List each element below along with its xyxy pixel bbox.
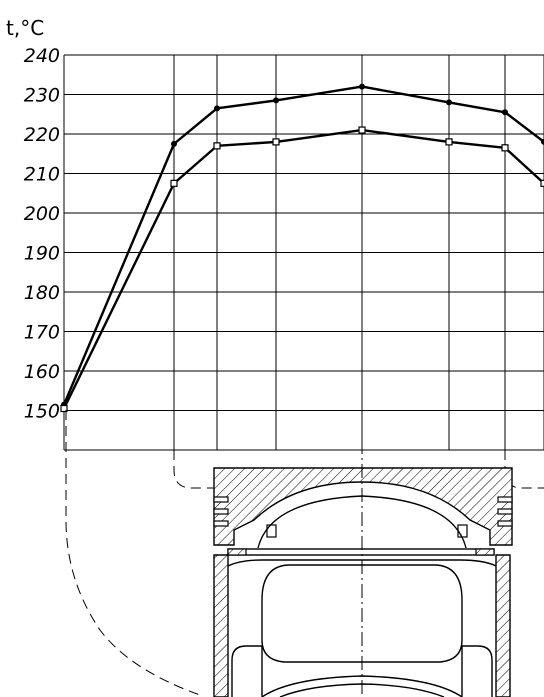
- data-point: [358, 126, 366, 134]
- y-tick-label: 200: [24, 203, 60, 225]
- data-point: [272, 138, 280, 146]
- inner-body: [227, 559, 497, 567]
- series-line: [62, 85, 544, 406]
- series-line: [62, 128, 544, 410]
- y-tick-label: 180: [24, 282, 60, 304]
- pin-boss-outline: [261, 564, 463, 663]
- skirt-right: [495, 554, 511, 697]
- ring-groove-right-3: [497, 520, 513, 527]
- data-point: [273, 97, 279, 104]
- ring-groove-right-1: [497, 496, 513, 503]
- data-point: [502, 109, 508, 116]
- data-point: [501, 144, 509, 152]
- insert-band: [227, 548, 495, 556]
- y-tick-label: 150: [24, 401, 60, 423]
- data-series: [60, 83, 544, 413]
- connector-curve-left: [173, 450, 214, 489]
- pin-boss-left: [231, 645, 263, 697]
- y-tick-label: 210: [24, 164, 60, 186]
- y-tick-label: 170: [24, 322, 60, 344]
- data-point: [213, 142, 221, 150]
- y-tick-labels: 240 230 220 210 200 190 180 170 160 150: [24, 45, 60, 423]
- data-point: [540, 179, 544, 187]
- piston-cross-section: [65, 410, 544, 697]
- data-point: [171, 140, 177, 147]
- outer-connector-curve: [65, 410, 201, 696]
- data-point: [445, 138, 453, 146]
- series-2: [60, 126, 544, 413]
- ring-groove-left-3: [213, 520, 229, 527]
- y-tick-label: 240: [24, 45, 60, 67]
- y-tick-label: 190: [24, 243, 60, 265]
- ring-groove-left-2: [213, 508, 229, 515]
- pin-boss-right: [461, 645, 493, 697]
- insert-band-right-cap: [475, 548, 495, 556]
- data-point: [541, 138, 544, 145]
- gallery-hole-right: [457, 524, 468, 538]
- chart-grid: [63, 54, 544, 451]
- series-1: [61, 83, 544, 408]
- insert-band-left-cap: [227, 548, 247, 556]
- y-tick-label: 220: [24, 124, 60, 146]
- data-point: [170, 179, 178, 187]
- y-axis-title: t,°C: [6, 16, 44, 40]
- data-point: [214, 105, 220, 112]
- y-tick-label: 160: [24, 361, 60, 383]
- ring-groove-left-1: [213, 496, 229, 503]
- data-point: [60, 404, 68, 413]
- y-tick-label: 230: [24, 85, 60, 107]
- ring-groove-right-2: [497, 508, 513, 515]
- data-point: [446, 99, 452, 106]
- data-point: [359, 83, 365, 90]
- skirt-left: [213, 554, 229, 697]
